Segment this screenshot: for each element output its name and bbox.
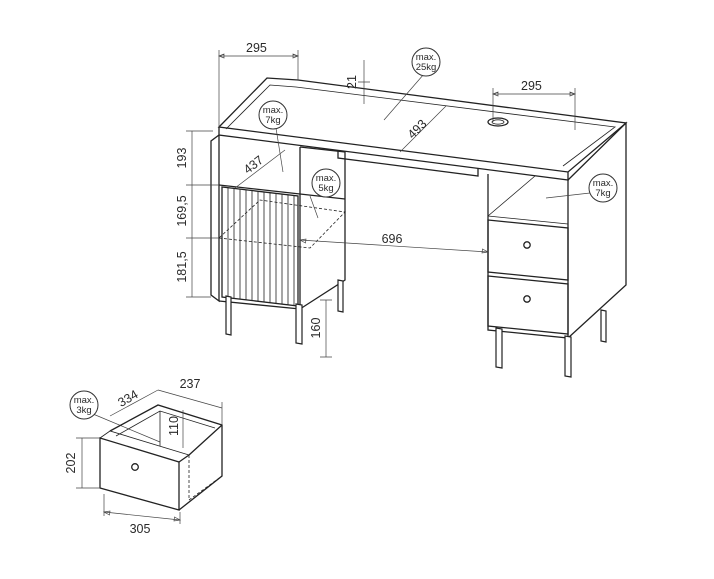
desk — [210, 77, 628, 378]
load-middle-left-line2: 5kg — [318, 183, 333, 194]
load-label-drawer: max. 3kg — [69, 390, 99, 420]
load-middle-left-line1: max. — [316, 173, 337, 184]
left-cabinet-front — [218, 300, 301, 310]
load-drawer-line2: 3kg — [76, 405, 91, 416]
leg-back-right — [600, 309, 607, 343]
load-right-line2: 7kg — [595, 188, 610, 199]
leg-front-right-1 — [495, 327, 503, 369]
leader-lines — [92, 73, 591, 443]
load-upper-left-line1: max. — [263, 105, 284, 116]
dim-compartment-depth: 437 — [241, 153, 266, 177]
dim-depth-left: 295 — [246, 41, 267, 55]
load-label-shelf-right: max. 7kg — [588, 173, 618, 203]
back-rail — [337, 150, 479, 177]
leg-middle-left — [337, 279, 344, 313]
drawer-side-hatch — [188, 455, 223, 501]
load-right-line1: max. — [593, 178, 614, 189]
left-cabinet-back — [299, 146, 346, 310]
right-cabinet-box — [487, 174, 569, 339]
dim-leg-height: 160 — [309, 318, 323, 339]
dim-height-1: 193 — [175, 148, 189, 169]
dim-drawer-width: 237 — [180, 377, 201, 391]
dim-height-2: 169,5 — [175, 195, 189, 226]
right-open-shelf — [487, 175, 569, 225]
dim-drawer-depth: 334 — [115, 387, 140, 410]
desktop-front-edge — [218, 127, 569, 181]
load-drawer-line1: max. — [74, 395, 95, 406]
left-cabinet-side — [210, 134, 220, 303]
load-upper-left-line2: 7kg — [265, 115, 280, 126]
drawer-dimensions — [76, 389, 223, 524]
dim-inner-width: 696 — [382, 232, 403, 246]
separate-drawer — [99, 404, 223, 511]
leg-front-left — [295, 303, 303, 345]
load-label-top: max. 25kg — [411, 47, 441, 77]
leg-back-left — [225, 295, 232, 336]
right-cabinet-side — [567, 121, 627, 339]
dim-top-rim: 21 — [345, 75, 359, 89]
right-drawer-1 — [487, 219, 569, 281]
drawer-front-knob — [131, 463, 139, 471]
load-top-line2: 25kg — [416, 62, 437, 73]
desktop-rim — [225, 84, 617, 167]
right-drawer-2 — [487, 275, 569, 335]
desk-dimensions — [186, 50, 576, 358]
dim-drawer-inner-height: 110 — [167, 416, 181, 436]
drawer-inner — [115, 410, 216, 446]
dimension-labels: 295 21 295 493 437 193 169,5 181,5 696 1… — [64, 41, 542, 536]
load-top-line1: max. — [416, 52, 437, 63]
load-label-shelf-middle-left: max. 5kg — [311, 168, 341, 198]
load-label-shelf-upper-left: max. 7kg — [258, 100, 288, 130]
cable-grommet-inner — [491, 119, 505, 125]
dim-drawer-front-height: 202 — [64, 453, 78, 474]
dim-inner-depth: 493 — [405, 117, 430, 142]
dim-depth-right: 295 — [521, 79, 542, 93]
dim-drawer-front-width: 305 — [130, 522, 151, 536]
drawer-knob-2 — [523, 295, 531, 303]
slatted-door — [221, 186, 299, 307]
drawer-front-face — [99, 437, 180, 511]
cable-grommet — [487, 117, 509, 127]
leg-front-right-2 — [564, 335, 572, 378]
desktop-outline — [217, 77, 628, 173]
dim-height-3: 181,5 — [175, 251, 189, 282]
drawer-knob-1 — [523, 241, 531, 249]
left-shelf-upper — [218, 184, 346, 200]
